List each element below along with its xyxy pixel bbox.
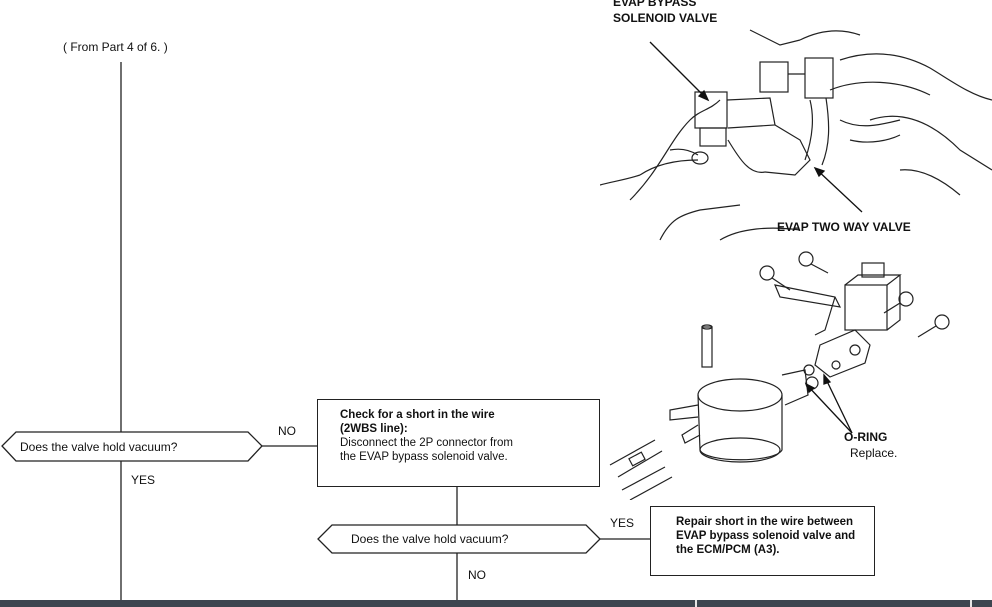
q2-yes-label: YES — [610, 516, 635, 530]
check-title-1: Check for a short in the wire — [340, 409, 495, 421]
q1-no-label: NO — [278, 424, 296, 438]
q2-decision-shape — [317, 524, 601, 554]
engine-bay-illustration — [600, 29, 992, 241]
exploded-valve-illustration — [609, 251, 950, 500]
evap-two-way-label: EVAP TWO WAY VALVE — [777, 220, 911, 234]
from-part-label: ( From Part 4 of 6. ) — [63, 40, 168, 54]
bottom-bar-divider-1 — [695, 600, 697, 607]
check-title-2: (2WBS line): — [340, 423, 408, 435]
repair-line-1: Repair short in the wire between — [676, 516, 854, 528]
check-body-2: the EVAP bypass solenoid valve. — [340, 451, 508, 463]
bottom-bar-divider-2 — [970, 600, 972, 607]
replace-label: Replace. — [850, 446, 898, 460]
q2-no-label: NO — [468, 568, 486, 582]
repair-line-3: the ECM/PCM (A3). — [676, 544, 780, 556]
repair-short-box: Repair short in the wire between EVAP by… — [650, 506, 875, 576]
repair-line-2: EVAP bypass solenoid valve and — [676, 530, 856, 542]
check-body-1: Disconnect the 2P connector from — [340, 437, 514, 449]
question-2: Does the valve hold vacuum? — [351, 532, 509, 546]
evap-bypass-label-1: EVAP BYPASS — [613, 0, 697, 9]
oring-label: O-RING — [844, 430, 888, 444]
check-short-box: Check for a short in the wire (2WBS line… — [317, 399, 600, 487]
question-1: Does the valve hold vacuum? — [20, 440, 178, 454]
q1-decision-shape — [1, 431, 263, 462]
evap-bypass-label-2: SOLENOID VALVE — [613, 11, 718, 25]
bottom-scrollbar[interactable] — [0, 600, 992, 607]
q1-yes-label: YES — [131, 473, 156, 487]
